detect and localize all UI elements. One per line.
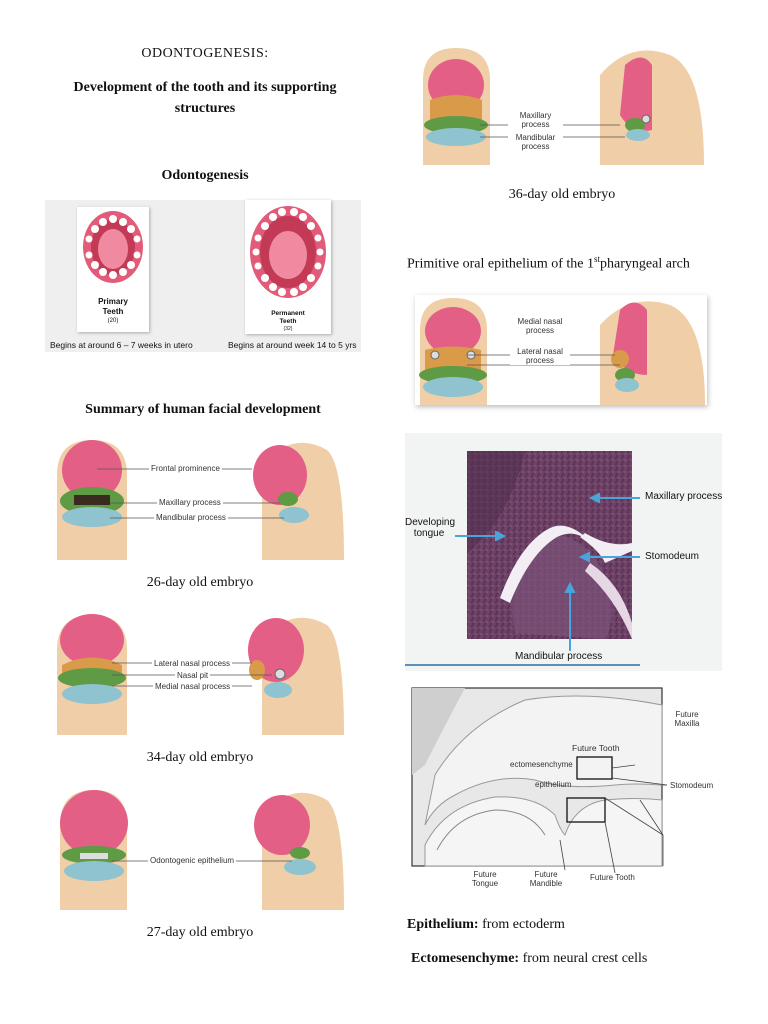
section-heading-odontogenesis: Odontogenesis (100, 168, 310, 184)
label-odontogenic-epithelium: Odontogenic epithelium (148, 856, 236, 865)
nasal-processes-figure: Medial nasal process Lateral nasal proce… (415, 295, 707, 405)
embryo-26-day-figure: Frontal prominence Maxillary process Man… (52, 435, 348, 560)
label-medial-nasal-line1: Medial nasal (510, 317, 570, 326)
label-future-tooth-top: Future Tooth (572, 743, 620, 753)
caption-36-day: 36-day old embryo (420, 187, 704, 203)
label-maxillary-36-line2: process (508, 120, 563, 129)
label-future-maxilla-line1: Future (667, 710, 707, 719)
label-future-mandible-line2: Mandible (523, 879, 569, 888)
embryo-27-day-illustration (52, 785, 348, 910)
embryo-36-day-figure: Maxillary process Mandibular process (420, 45, 704, 165)
label-future-maxilla-line2: Maxilla (667, 719, 707, 728)
permanent-mouth-icon (245, 200, 331, 300)
label-maxillary-process: Maxillary process (157, 498, 223, 507)
embryo-34-day-figure: Lateral nasal process Nasal pit Medial n… (52, 610, 348, 735)
caption-27-day: 27-day old embryo (52, 925, 348, 941)
primitive-oral-epithelium-text: Primitive oral epithelium of the 1stphar… (407, 254, 747, 273)
section-heading-summary: Summary of human facial development (45, 402, 361, 418)
label-future-tooth-bottom: Future Tooth (590, 873, 635, 882)
primitive-text-part2: pharyngeal arch (600, 257, 690, 272)
note-ectomesenchyme-label: Ectomesenchyme: (411, 951, 519, 966)
label-ectomesenchyme: ectomesenchyme (510, 760, 573, 769)
permanent-label: Permanent (245, 310, 331, 317)
page-title: ODONTOGENESIS: (60, 46, 350, 62)
primitive-text-part1: Primitive oral epithelium of the 1 (407, 257, 594, 272)
label-lateral-nasal: Lateral nasal process (510, 347, 570, 365)
label-medial-nasal: Medial nasal process (510, 317, 570, 335)
primary-teeth-card: Primary Teeth (20) (77, 207, 149, 332)
label-maxillary-36: Maxillary process (508, 111, 563, 129)
primary-label: Primary (77, 297, 149, 306)
embryo-27-day-figure: Odontogenic epithelium (52, 785, 348, 910)
caption-26-day: 26-day old embryo (52, 575, 348, 591)
label-mandibular-36-line2: process (508, 142, 563, 151)
label-medial-nasal-process: Medial nasal process (153, 682, 232, 691)
label-histo-developing-tongue: Developing tongue (405, 517, 453, 539)
label-histo-developing: Developing (405, 517, 453, 528)
label-future-maxilla: Future Maxilla (667, 710, 707, 728)
label-epithelium: epithelium (535, 780, 571, 789)
permanent-note: Begins at around week 14 to 5 yrs (228, 340, 357, 350)
note-epithelium-text: from ectoderm (479, 917, 565, 932)
permanent-label-teeth: Teeth (245, 318, 331, 325)
label-lateral-nasal-line2: process (510, 356, 570, 365)
permanent-teeth-card: Permanent Teeth (32) (245, 200, 331, 334)
page-subtitle-line1: Development of the tooth and its support… (40, 80, 370, 96)
dentition-figure: Primary Teeth (20) Begins at around 6 – … (45, 200, 361, 352)
label-histo-stomodeum: Stomodeum (645, 551, 699, 562)
label-stomodeum: Stomodeum (670, 781, 713, 790)
label-future-mandible: Future Mandible (523, 870, 569, 888)
label-future-tongue-line2: Tongue (465, 879, 505, 888)
label-histo-mandibular: Mandibular process (515, 651, 602, 662)
primary-label-teeth: Teeth (77, 307, 149, 316)
histology-figure: Maxillary process Developing tongue Stom… (405, 433, 722, 671)
primary-mouth-icon (77, 207, 149, 287)
primary-count: (20) (77, 318, 149, 324)
primary-note: Begins at around 6 – 7 weeks in utero (50, 340, 193, 350)
label-medial-nasal-line2: process (510, 326, 570, 335)
page-subtitle-line2: structures (40, 101, 370, 117)
label-mandibular-process: Mandibular process (154, 513, 228, 522)
note-epithelium: Epithelium: from ectoderm (407, 917, 565, 933)
label-maxillary-36-line1: Maxillary (508, 111, 563, 120)
label-future-mandible-line1: Future (523, 870, 569, 879)
future-tooth-diagram: Future Maxilla Future Tooth ectomesenchy… (405, 685, 722, 900)
label-histo-maxillary: Maxillary process (645, 491, 722, 502)
label-frontal-prominence: Frontal prominence (149, 464, 222, 473)
label-nasal-pit: Nasal pit (175, 671, 210, 680)
note-ectomesenchyme-text: from neural crest cells (519, 951, 647, 966)
label-mandibular-36: Mandibular process (508, 133, 563, 151)
label-lateral-nasal-process: Lateral nasal process (152, 659, 232, 668)
permanent-count: (32) (245, 326, 331, 332)
note-epithelium-label: Epithelium: (407, 917, 479, 932)
label-mandibular-36-line1: Mandibular (508, 133, 563, 142)
label-histo-tongue: tongue (405, 528, 453, 539)
caption-34-day: 34-day old embryo (52, 750, 348, 766)
label-future-tongue-line1: Future (465, 870, 505, 879)
label-future-tongue: Future Tongue (465, 870, 505, 888)
label-lateral-nasal-line1: Lateral nasal (510, 347, 570, 356)
note-ectomesenchyme: Ectomesenchyme: from neural crest cells (411, 951, 647, 967)
